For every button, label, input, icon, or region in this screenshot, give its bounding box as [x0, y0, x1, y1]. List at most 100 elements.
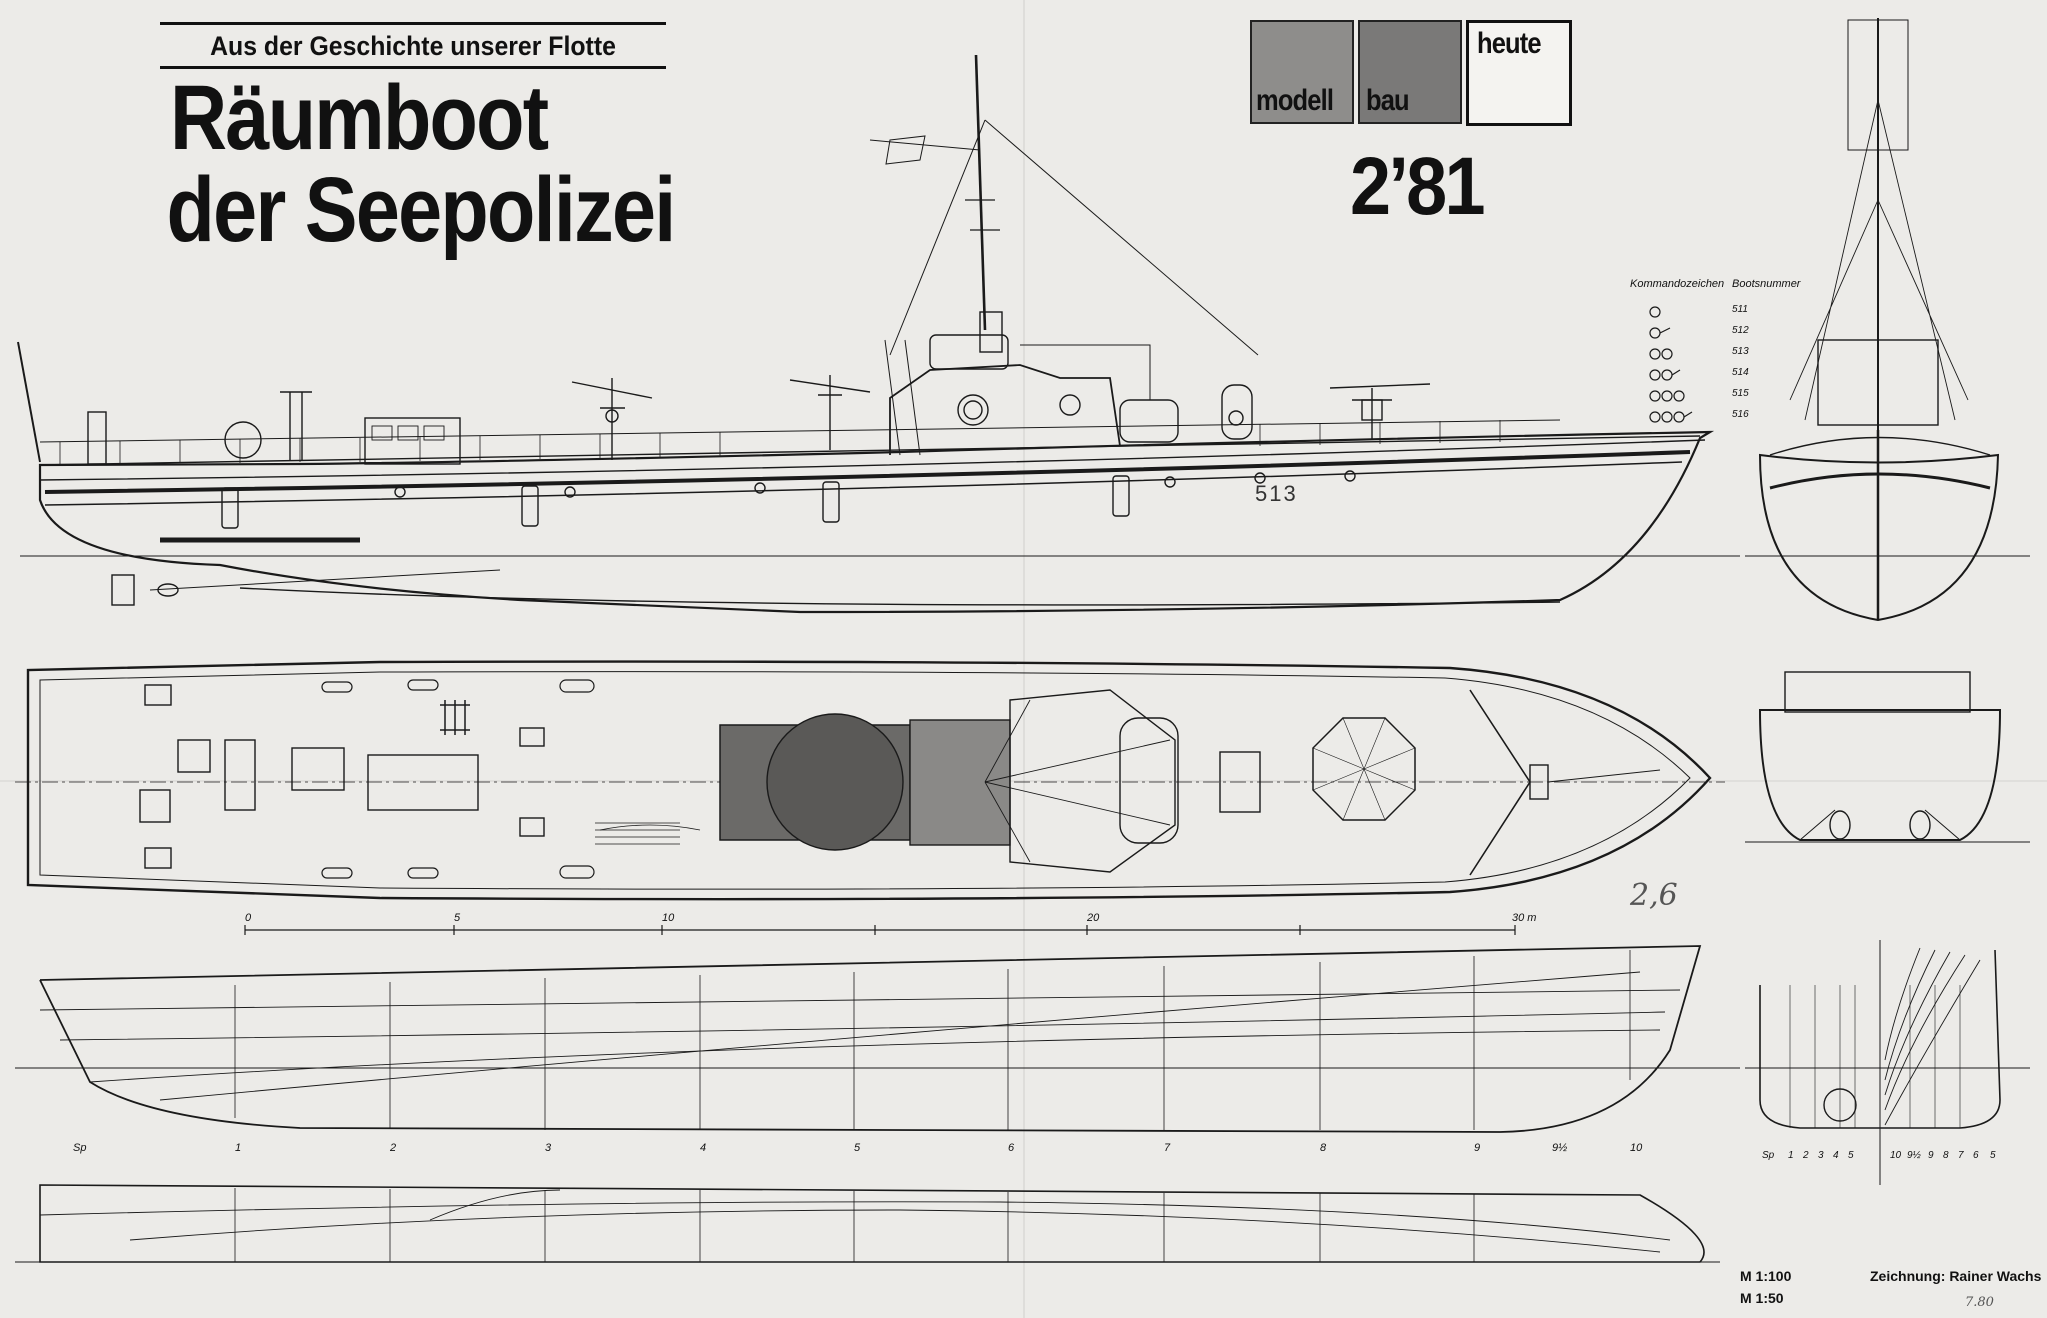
boat-number: 515 — [1732, 388, 1749, 399]
section-label: 10 — [1890, 1150, 1902, 1161]
scale-1-100: M 1:100 — [1740, 1268, 1792, 1284]
deck-line — [39, 435, 1701, 466]
section-label: 9 — [1928, 1150, 1934, 1161]
table-header-bootsnummer: Bootsnummer — [1732, 278, 1801, 290]
bridge-porthole — [963, 400, 983, 420]
vent-pair — [519, 727, 545, 747]
section-label: 3 — [1818, 1150, 1824, 1161]
frame-label: 3 — [545, 1142, 552, 1154]
depth-charges — [321, 679, 595, 879]
logo-word-bau: bau — [1366, 84, 1410, 117]
logo-block-modell: modell — [1250, 20, 1354, 124]
bridge-superstructure — [889, 364, 1121, 455]
wheelhouse-roof — [1020, 344, 1151, 400]
section-label: 1 — [1788, 1150, 1794, 1161]
half-breadth-stations — [234, 1188, 1475, 1262]
sheer-line — [39, 439, 1706, 481]
superstructure-deck — [909, 719, 1011, 846]
deck-outline — [26, 660, 1712, 901]
winch — [224, 421, 262, 459]
pencil-date: 7.80 — [1965, 1295, 1994, 1310]
fold-line-vertical — [1023, 0, 1025, 1318]
section-label: 2 — [1803, 1150, 1809, 1161]
engine-hatch — [291, 747, 345, 791]
flag-staff — [17, 341, 41, 463]
logo-block-heute: heute — [1466, 20, 1572, 126]
section-label: Sp — [1762, 1150, 1775, 1161]
fore-gun — [1329, 383, 1431, 440]
scale-label: 10 — [662, 912, 675, 924]
boat-number: 516 — [1732, 409, 1749, 420]
section-label: 5 — [1990, 1150, 1996, 1161]
front-view — [1745, 18, 2030, 622]
logo-word-modell: modell — [1256, 84, 1334, 117]
rub-strake-lower — [44, 461, 1683, 506]
gun-platform-plan — [1219, 751, 1261, 813]
wheelhouse-plan — [1009, 689, 1176, 873]
frame-label: Sp — [73, 1142, 87, 1154]
bridge-window — [957, 394, 989, 426]
life-raft-plan — [1119, 717, 1179, 844]
drawing-credit: Zeichnung: Rainer Wachs — [1870, 1268, 2042, 1284]
keel-line — [239, 587, 1561, 606]
breakwater — [1469, 689, 1531, 876]
fold-line-horizontal — [0, 780, 2047, 782]
stern-transom — [1758, 709, 2002, 841]
hull-hatch — [221, 487, 239, 529]
porthole — [564, 486, 576, 498]
frame-label: 1 — [235, 1142, 242, 1154]
logo-block-bau: bau — [1358, 20, 1462, 124]
scale-1-50: M 1:50 — [1740, 1290, 1784, 1306]
lines-plan-profile — [15, 945, 1740, 1133]
hatch — [144, 684, 172, 706]
scale-bar — [244, 925, 1516, 935]
lines-profile-outline — [39, 945, 1702, 1133]
stern-propeller — [1829, 810, 1851, 840]
frame-label: 8 — [1320, 1142, 1327, 1154]
porthole — [754, 482, 766, 494]
life-raft — [1119, 399, 1179, 443]
magazine-logo: modell bau heute — [1250, 20, 1572, 126]
propeller-shaft — [149, 569, 501, 591]
signal-ladder — [884, 339, 921, 456]
ventilator — [280, 391, 312, 460]
stern-view — [1745, 671, 2030, 843]
chart-house — [929, 334, 1009, 370]
waterline-curves — [39, 1189, 1671, 1253]
bridge-wing — [766, 713, 904, 851]
gun-tub-spokes — [1312, 717, 1416, 821]
title-line-1: Räumboot — [170, 67, 549, 169]
propeller — [157, 583, 179, 597]
front-superstructure — [1817, 339, 1939, 426]
hull-hatch — [521, 485, 539, 527]
hatch — [139, 789, 171, 823]
deck-plan-view — [15, 660, 1725, 901]
logo-word-heute: heute — [1477, 27, 1542, 60]
front-mast-top — [1847, 19, 1909, 151]
station-lines — [234, 950, 1631, 1130]
stern-shafts — [1799, 809, 1961, 841]
frame-label: 6 — [1008, 1142, 1015, 1154]
frame-label: 4 — [700, 1142, 707, 1154]
aft-deckhouse — [364, 417, 461, 465]
deck-grating — [599, 824, 701, 831]
mast-stays-plan — [984, 699, 1171, 863]
boat-number: 512 — [1732, 325, 1749, 336]
porthole — [1254, 472, 1266, 484]
stern-propeller — [1909, 810, 1931, 840]
boat-number: 513 — [1732, 346, 1749, 357]
scale-label: 0 — [245, 912, 252, 924]
ladders — [440, 700, 470, 735]
command-signs — [1649, 306, 1693, 423]
frame-label: 7 — [1164, 1142, 1171, 1154]
grating-lines — [595, 822, 680, 845]
table-header-kommandozeichen: Kommandozeichen — [1630, 278, 1725, 290]
boat-number: 511 — [1732, 304, 1748, 315]
main-mast — [869, 54, 1259, 356]
side-profile-view — [17, 54, 1740, 614]
title-line-2: der Seepolizei — [166, 159, 677, 261]
aft-gun — [571, 378, 653, 460]
rudder — [111, 574, 135, 606]
